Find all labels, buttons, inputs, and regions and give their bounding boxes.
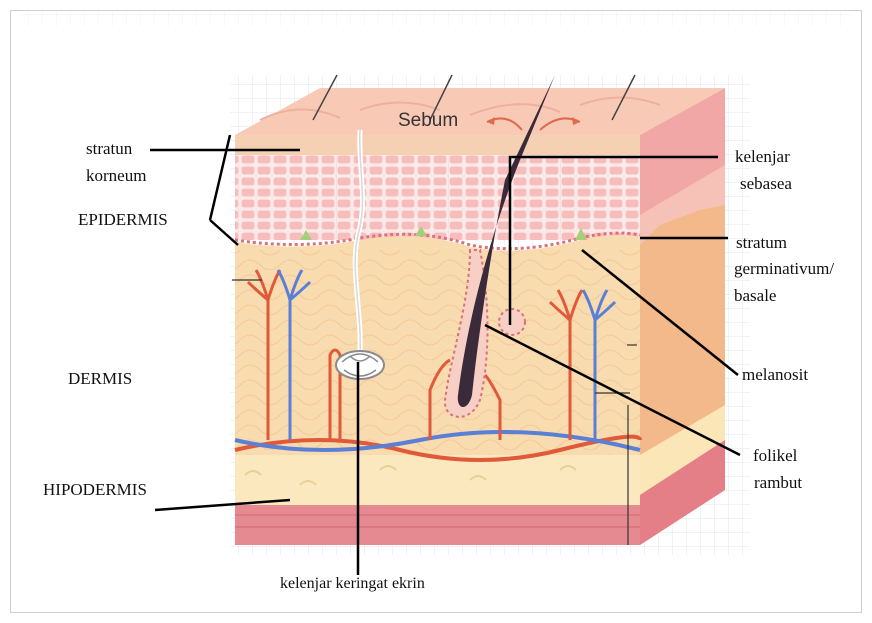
label-stratum-germinativum-line2: germinativum/	[734, 258, 834, 279]
label-stratum-germinativum-line1: stratum	[736, 232, 787, 253]
label-sebum: Sebum	[398, 110, 458, 132]
label-kelenjar-sebasea-line2: sebasea	[740, 173, 792, 194]
label-folikel-rambut-line1: folikel	[753, 445, 797, 466]
label-kelenjar-keringat-ekrin: kelenjar keringat ekrin	[280, 573, 425, 594]
label-kelenjar-sebasea-line1: kelenjar	[735, 146, 790, 167]
label-dermis: DERMIS	[68, 368, 132, 389]
label-hipodermis: HIPODERMIS	[43, 479, 147, 500]
label-stratum-korneum-line2: korneum	[86, 165, 146, 186]
hypodermis-layer	[235, 455, 640, 545]
label-melanosit: melanosit	[742, 364, 808, 385]
label-stratum-korneum-line1: stratun	[86, 138, 132, 159]
label-folikel-rambut-line2: rambut	[754, 472, 802, 493]
label-stratum-germinativum-line3: basale	[734, 285, 776, 306]
dermis-layer	[235, 235, 640, 455]
label-epidermis: EPIDERMIS	[78, 209, 168, 230]
